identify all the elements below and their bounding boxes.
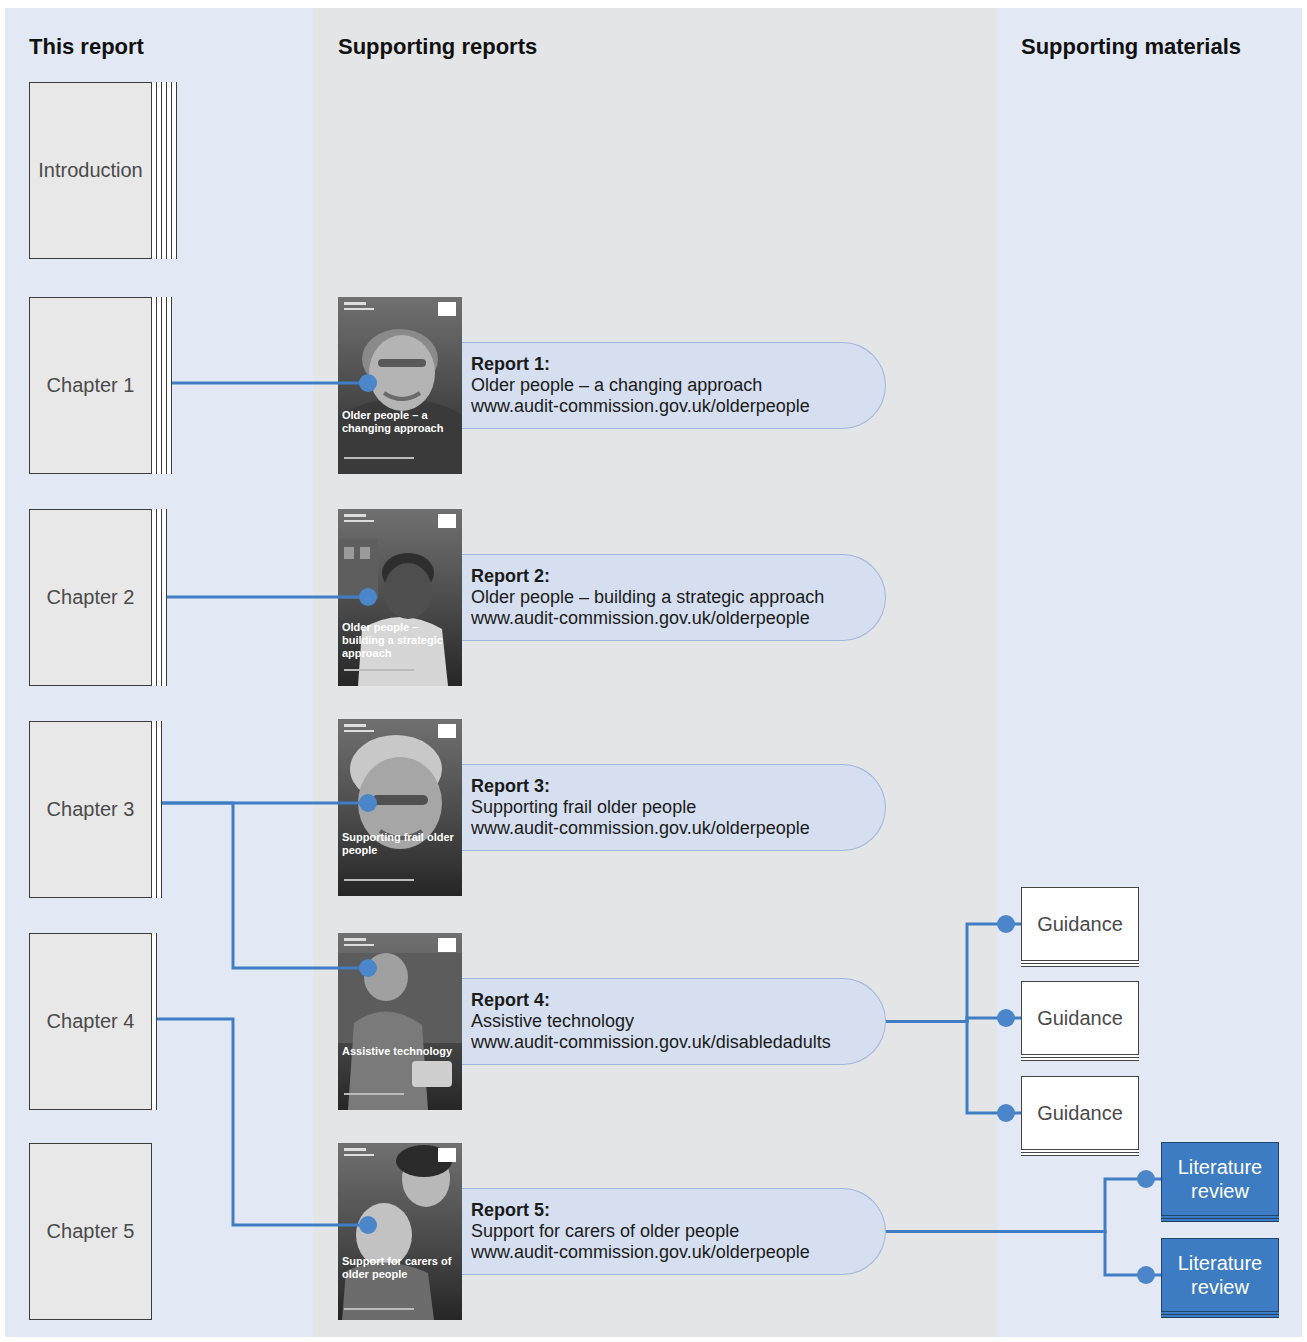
- literature-booklet: [1161, 1142, 1279, 1216]
- report-cover: [338, 297, 462, 474]
- report-node: Report 5:Support for carers of older peo…: [338, 1143, 886, 1320]
- booklet-label-holder: Guidance: [1021, 1076, 1139, 1150]
- connector-dot: [1137, 1170, 1155, 1188]
- report-bubble: Report 5:Support for carers of older peo…: [462, 1188, 886, 1275]
- booklet-label-holder: Chapter 2: [29, 509, 152, 686]
- connector-line: [167, 596, 368, 599]
- report-cover: [338, 933, 462, 1110]
- connector-dot: [359, 374, 377, 392]
- report-bubble: Report 1:Older people – a changing appro…: [462, 342, 886, 429]
- column-heading: Supporting reports: [338, 34, 537, 60]
- booklet-label-holder: Chapter 1: [29, 297, 152, 474]
- report-cover: [338, 719, 462, 896]
- chapter-label: Introduction: [38, 159, 143, 182]
- booklet-label-holder: Introduction: [29, 82, 152, 259]
- report-bubble: Report 3:Supporting frail older peopleww…: [462, 764, 886, 851]
- report-cover: [338, 1143, 462, 1320]
- report-bubble: Report 4:Assistive technologywww.audit-c…: [462, 978, 886, 1065]
- connector-line: [162, 803, 368, 968]
- material-booklet: Literature review: [1161, 1142, 1279, 1222]
- guidance-label: Guidance: [1037, 912, 1123, 936]
- literature-booklet: [1161, 1238, 1279, 1312]
- report-url: www.audit-commission.gov.uk/disabledadul…: [471, 1032, 859, 1053]
- guidance-label: Guidance: [1037, 1101, 1123, 1125]
- chapter-booklet: Introduction: [29, 82, 177, 259]
- report-heading: Report 2:: [471, 566, 859, 587]
- material-booklet: Guidance: [1021, 981, 1139, 1061]
- report-heading: Report 5:: [471, 1200, 859, 1221]
- booklet-label-holder: Guidance: [1021, 887, 1139, 961]
- booklet-label-holder: Chapter 4: [29, 933, 152, 1110]
- report-title: Supporting frail older people: [471, 797, 859, 818]
- report-url: www.audit-commission.gov.uk/olderpeople: [471, 608, 859, 629]
- connector-dot: [997, 1009, 1015, 1027]
- connector-dot: [359, 794, 377, 812]
- connector-line: [172, 382, 368, 385]
- literature-label: Literature review: [1167, 1251, 1273, 1299]
- report-title: Support for carers of older people: [471, 1221, 859, 1242]
- connector-line: [886, 1232, 1161, 1276]
- report-heading: Report 3:: [471, 776, 859, 797]
- connector-line: [157, 1019, 368, 1225]
- cover-title: Older people – a changing approach: [342, 409, 458, 435]
- guidance-label: Guidance: [1037, 1006, 1123, 1030]
- chapter-booklet: Chapter 1: [29, 297, 172, 474]
- report-node: Report 4:Assistive technologywww.audit-c…: [338, 933, 886, 1110]
- report-node: Report 2:Older people – building a strat…: [338, 509, 886, 686]
- chapter-booklet: Chapter 4: [29, 933, 157, 1110]
- connector-dot: [359, 588, 377, 606]
- cover-title: Assistive technology: [342, 1045, 458, 1058]
- cover-title: Older people – building a strategic appr…: [342, 621, 458, 660]
- middle-panel: [313, 8, 997, 1337]
- connector-dot: [997, 1104, 1015, 1122]
- report-url: www.audit-commission.gov.uk/olderpeople: [471, 1242, 859, 1263]
- report-url: www.audit-commission.gov.uk/olderpeople: [471, 396, 859, 417]
- material-booklet: Guidance: [1021, 1076, 1139, 1156]
- report-bubble: Report 2:Older people – building a strat…: [462, 554, 886, 641]
- connector-line: [886, 1179, 1161, 1232]
- cover-title: Supporting frail older people: [342, 831, 458, 857]
- chapter-label: Chapter 2: [47, 586, 135, 609]
- column-heading: Supporting materials: [1021, 34, 1241, 60]
- chapter-booklet: Chapter 2: [29, 509, 167, 686]
- left-panel: [5, 8, 313, 1337]
- report-heading: Report 1:: [471, 354, 859, 375]
- booklet-label-holder: Literature review: [1161, 1142, 1279, 1216]
- chapter-label: Chapter 5: [47, 1220, 135, 1243]
- connector-dot: [359, 1216, 377, 1234]
- material-booklet: Literature review: [1161, 1238, 1279, 1318]
- column-heading: This report: [29, 34, 144, 60]
- report-node: Report 3:Supporting frail older peopleww…: [338, 719, 886, 896]
- report-title: Assistive technology: [471, 1011, 859, 1032]
- material-booklet: Guidance: [1021, 887, 1139, 967]
- chapter-label: Chapter 1: [47, 374, 135, 397]
- report-title: Older people – building a strategic appr…: [471, 587, 859, 608]
- right-panel: [997, 8, 1302, 1337]
- literature-label: Literature review: [1167, 1155, 1273, 1203]
- chapter-label: Chapter 3: [47, 798, 135, 821]
- chapter-label: Chapter 4: [47, 1010, 135, 1033]
- booklet-label-holder: Chapter 3: [29, 721, 152, 898]
- booklet-label-holder: Chapter 5: [29, 1143, 152, 1320]
- connector-line: [886, 924, 1021, 1022]
- connector-dot: [1137, 1266, 1155, 1284]
- connector-line: [886, 1022, 1021, 1114]
- report-title: Older people – a changing approach: [471, 375, 859, 396]
- report-url: www.audit-commission.gov.uk/olderpeople: [471, 818, 859, 839]
- chapter-booklet: Chapter 5: [29, 1143, 152, 1320]
- booklet-label-holder: Guidance: [1021, 981, 1139, 1055]
- report-heading: Report 4:: [471, 990, 859, 1011]
- cover-title: Support for carers of older people: [342, 1255, 458, 1281]
- connector-dot: [997, 915, 1015, 933]
- booklet-label-holder: Literature review: [1161, 1238, 1279, 1312]
- report-node: Report 1:Older people – a changing appro…: [338, 297, 886, 474]
- chapter-booklet: Chapter 3: [29, 721, 162, 898]
- connector-dot: [359, 959, 377, 977]
